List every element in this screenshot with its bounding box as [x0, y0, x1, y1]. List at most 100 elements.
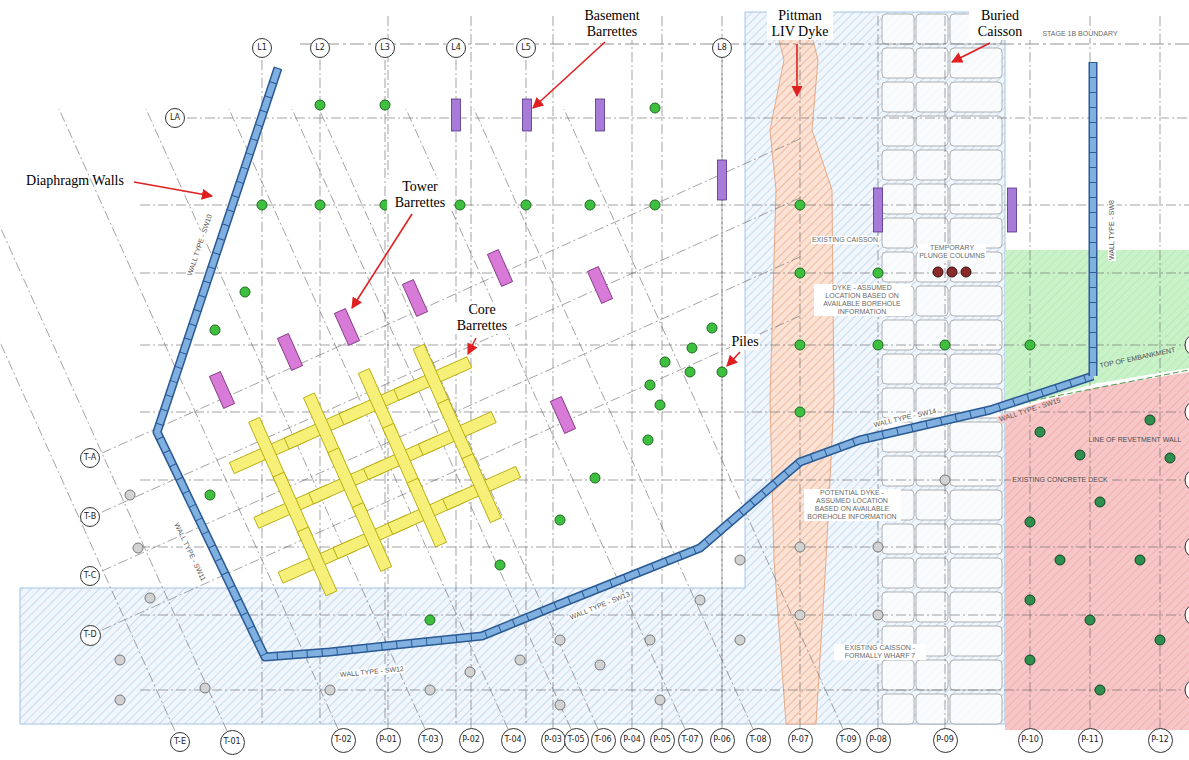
basement-barrette [718, 160, 727, 200]
grid-line [474, 109, 753, 729]
existing-pile [115, 695, 125, 705]
caisson-cell [882, 252, 914, 282]
note-text: EXISTING CONCRETE DECK [1011, 476, 1108, 484]
existing-pile [940, 475, 950, 485]
core-barrette [462, 454, 501, 523]
grid-label: T-04 [504, 736, 521, 744]
pile [1025, 340, 1035, 350]
grid-label: T-B [84, 513, 96, 521]
grid-label: T-E [174, 738, 186, 746]
existing-pile [695, 595, 705, 605]
grid-bubble: T-03 [418, 728, 443, 753]
callout-text: Basement Barrettes [576, 8, 648, 40]
pile [655, 400, 665, 410]
grid-line [662, 14, 663, 728]
grid-label: P-12 [1151, 736, 1169, 744]
grid-line [102, 256, 802, 571]
regions [20, 12, 1189, 730]
grid-bubble: P-04 [620, 728, 645, 753]
pile [380, 100, 390, 110]
grid-bubble: T-C [80, 566, 100, 586]
existing-pile [145, 593, 155, 603]
deck-pile [1055, 555, 1065, 565]
pile [687, 343, 697, 353]
grid-bubble: P-09 [933, 728, 958, 753]
deck-zone [1005, 372, 1189, 730]
caisson-cell [882, 558, 914, 588]
caisson-cell [882, 524, 914, 554]
caisson-cell [950, 184, 1002, 214]
grid-line [320, 60, 321, 725]
tower-barrette [209, 372, 234, 409]
caisson-cell [882, 456, 914, 486]
grid-line [945, 14, 946, 728]
existing-pile [425, 685, 435, 695]
pile [795, 340, 805, 350]
grid-lines [0, 14, 1189, 731]
basement-barrette [523, 99, 532, 131]
pile [873, 340, 883, 350]
caisson-cell [916, 694, 948, 724]
wall-fill [157, 68, 1093, 657]
caisson-cell [950, 422, 1002, 452]
caisson-cell [950, 558, 1002, 588]
existing-pile [595, 660, 605, 670]
existing-pile [645, 635, 655, 645]
pile [205, 490, 215, 500]
note-text: STAGE 1B BOUNDARY [1041, 30, 1118, 38]
wall-outline [157, 68, 1093, 657]
pile [495, 560, 505, 570]
note-text: EXISTING CAISSON - FORMALLY WHARF 7 [834, 644, 926, 660]
basement-barrette [1008, 188, 1017, 232]
caisson-cell [882, 184, 914, 214]
grid-bubble: T-05 [564, 728, 589, 753]
caisson-cell [950, 150, 1002, 180]
basement-barrette [452, 99, 461, 131]
grid-bubble: T-07 [678, 728, 703, 753]
grid-label: P-03 [544, 736, 562, 744]
caisson-cell [916, 558, 948, 588]
pile [650, 103, 660, 113]
grid-label: L8 [717, 44, 727, 52]
existing-pile [465, 667, 475, 677]
grid-line [0, 111, 227, 731]
grid-bubble: T-A [80, 448, 100, 468]
caisson-cell [916, 150, 948, 180]
note-text: EXISTING CAISSON [811, 236, 879, 244]
caisson-cell [950, 660, 1002, 690]
pile [795, 268, 805, 278]
grid-bubble: L3 [375, 38, 395, 58]
existing-pile [795, 610, 805, 620]
basement-barrette [596, 99, 605, 131]
grid-label: L4 [451, 44, 461, 52]
grid-bubble: P-10 [1018, 728, 1043, 753]
caisson-cell [950, 694, 1002, 724]
caisson-cell [882, 116, 914, 146]
tower-barrette [402, 280, 427, 317]
wall-joint [1089, 62, 1097, 376]
grid-bubble: P-05 [650, 728, 675, 753]
stage-boundary [300, 44, 1189, 45]
grid-label: P-07 [791, 736, 809, 744]
caisson-cell [882, 48, 914, 78]
caisson-cell [916, 116, 948, 146]
grid-bubble [1185, 401, 1189, 423]
caisson-cell [882, 660, 914, 690]
caisson-cell [882, 320, 914, 350]
pile [590, 473, 600, 483]
plunge-column [947, 267, 957, 277]
existing-pile [115, 655, 125, 665]
grid-bubble: P-02 [459, 728, 484, 753]
caisson-cell [950, 354, 1002, 384]
pile [717, 367, 727, 377]
pile [707, 323, 717, 333]
caisson-cell [950, 456, 1002, 486]
grid-line [102, 315, 802, 630]
caisson-cell [882, 14, 914, 44]
caisson-cell [916, 490, 948, 520]
plunge-column [961, 267, 971, 277]
callout-text: Tower Barrettes [387, 179, 453, 211]
wall-fill [1090, 62, 1096, 376]
pile [795, 407, 805, 417]
tower-barrette [587, 267, 612, 304]
